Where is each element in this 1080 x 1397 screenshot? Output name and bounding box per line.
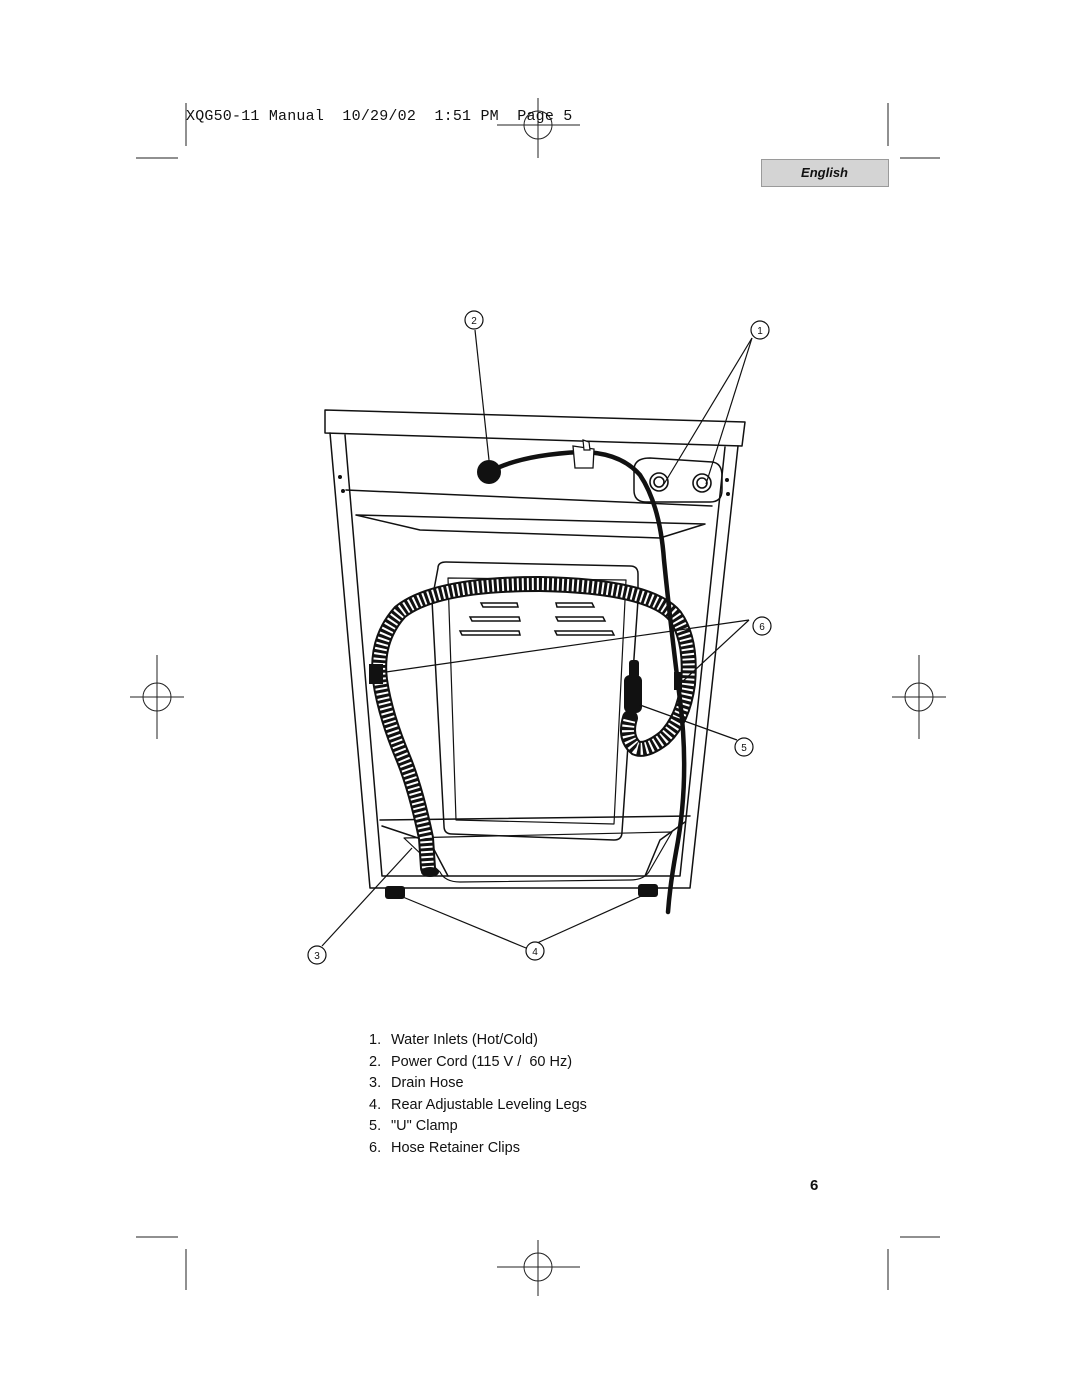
legend-item-label: Drain Hose xyxy=(391,1075,464,1092)
legend-item-number: 5. xyxy=(369,1118,382,1135)
legend-item-label: Hose Retainer Clips xyxy=(391,1139,520,1156)
legend-item: 5. "U" Clamp xyxy=(369,1116,587,1138)
legend-item: 4. Rear Adjustable Leveling Legs xyxy=(369,1095,587,1117)
legend-item-number: 1. xyxy=(369,1032,382,1048)
callout-5-label: 5 xyxy=(741,743,747,754)
print-slug-line: XQG50-11 Manual 10/29/02 1:51 PM Page 5 xyxy=(186,108,573,125)
language-tab-label: English xyxy=(801,165,848,180)
legend-item-number: 2. xyxy=(369,1053,382,1070)
u-clamp xyxy=(624,675,642,713)
callout-2 xyxy=(464,310,484,330)
callout-4-label: 4 xyxy=(532,947,538,958)
legend-item-label: Water Inlets (Hot/Cold) xyxy=(391,1032,538,1048)
hose-retainer-clip-left xyxy=(369,664,383,684)
legend-item: 1. Water Inlets (Hot/Cold) xyxy=(369,1030,587,1052)
callout-6-label: 6 xyxy=(759,622,765,633)
legend-item-number: 3. xyxy=(369,1075,382,1092)
drain-hose xyxy=(371,575,697,876)
language-tab: English xyxy=(761,159,889,187)
washer-cabinet xyxy=(329,432,739,889)
callout-1 xyxy=(750,320,770,340)
callout-3 xyxy=(307,945,327,965)
parts-legend: 1. Water Inlets (Hot/Cold) 2. Power Cord (… xyxy=(369,1030,587,1160)
water-inlet-valves xyxy=(649,472,712,493)
callout-4 xyxy=(525,941,545,961)
legend-item: 6. Hose Retainer Clips xyxy=(369,1138,587,1160)
callout-3-label: 3 xyxy=(314,951,320,962)
legend-item-number: 4. xyxy=(369,1096,382,1113)
callout-2-label: 2 xyxy=(471,316,477,327)
power-cord-plug xyxy=(477,460,501,484)
washer-top-panel xyxy=(324,409,746,447)
callout-1-label: 1 xyxy=(757,326,763,337)
legend-item-label: Rear Adjustable Leveling Legs xyxy=(391,1096,587,1113)
legend-item-number: 6. xyxy=(369,1139,382,1156)
rear-access-panel xyxy=(431,561,639,841)
legend-item-label: Power Cord (115 V / 60 Hz) xyxy=(391,1053,573,1070)
callout-6 xyxy=(752,616,772,636)
legend-item: 3. Drain Hose xyxy=(369,1073,587,1095)
callout-5 xyxy=(734,737,754,757)
legend-item: 2. Power Cord (115 V / 60 Hz) xyxy=(369,1052,587,1074)
legend-item-label: "U" Clamp xyxy=(391,1118,458,1135)
page-number: 6 xyxy=(810,1177,819,1194)
leveling-leg-right xyxy=(638,884,658,897)
